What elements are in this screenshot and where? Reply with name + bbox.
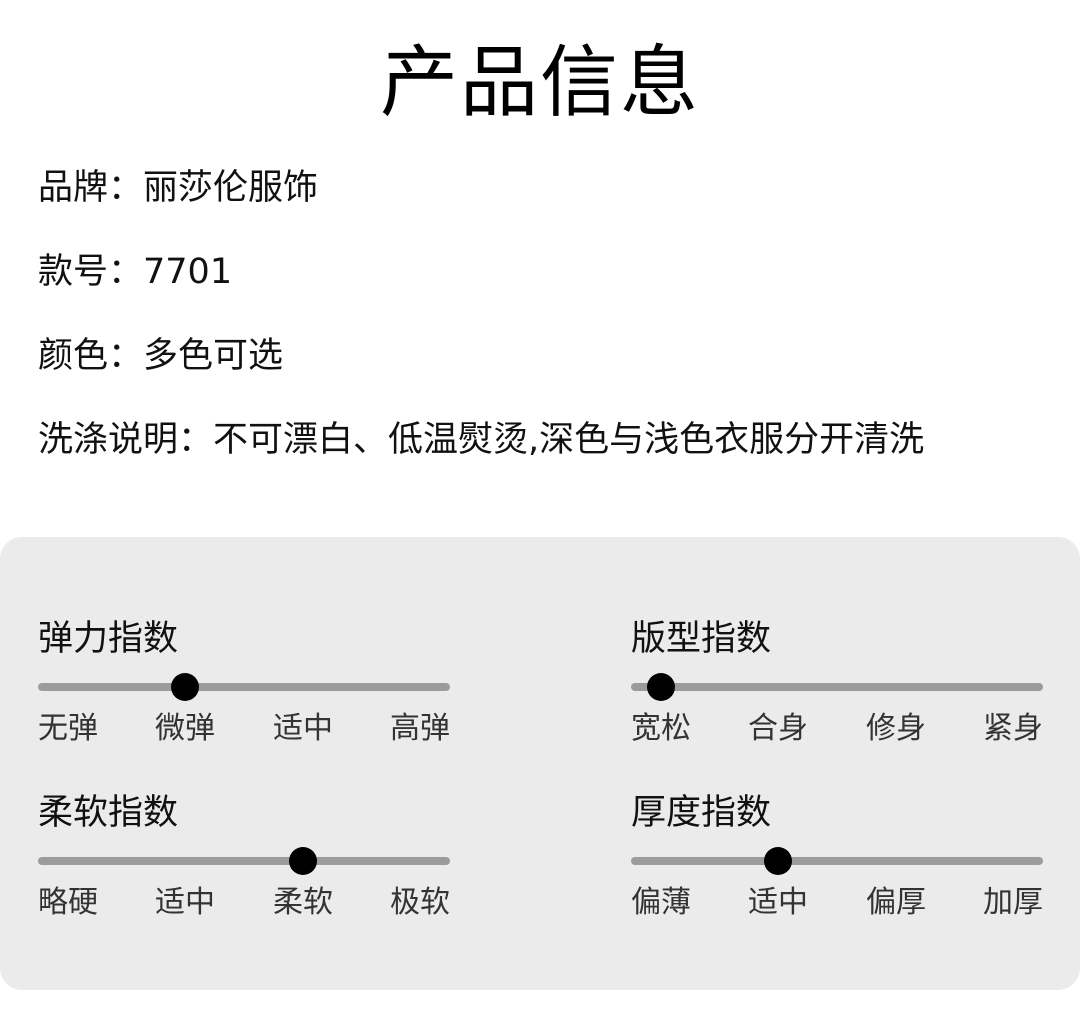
- elasticity-label-2: 适中: [273, 711, 333, 746]
- softness-label-1: 适中: [155, 885, 215, 920]
- fit-index-title: 版型指数: [631, 619, 772, 659]
- elasticity-label-3: 高弹: [390, 711, 450, 746]
- thickness-label-1: 适中: [748, 885, 808, 920]
- elasticity-index-title: 弹力指数: [38, 619, 179, 659]
- fit-label-2: 修身: [866, 711, 926, 746]
- thickness-index: 厚度指数 偏薄 适中 偏厚 加厚: [631, 791, 1043, 931]
- washing-label: 洗涤说明：: [38, 420, 214, 460]
- softness-index-title: 柔软指数: [38, 793, 179, 833]
- thickness-label-2: 偏厚: [866, 885, 926, 920]
- style-number-value: 7701: [143, 252, 233, 292]
- index-panel: 弹力指数 无弹 微弹 适中 高弹 版型指数 宽松 合身 修身 紧身 柔软指数 略…: [0, 537, 1080, 990]
- fit-label-0: 宽松: [631, 711, 691, 746]
- fit-index: 版型指数 宽松 合身 修身 紧身: [631, 617, 1043, 757]
- thickness-label-3: 加厚: [983, 885, 1043, 920]
- elasticity-label-0: 无弹: [38, 711, 98, 746]
- elasticity-scale-labels: 无弹 微弹 适中 高弹: [38, 709, 450, 749]
- elasticity-slider-track: [38, 683, 450, 691]
- thickness-scale-labels: 偏薄 适中 偏厚 加厚: [631, 883, 1043, 923]
- info-row-brand: 品牌：丽莎伦服饰: [38, 166, 318, 210]
- softness-label-2: 柔软: [273, 885, 333, 920]
- fit-scale-labels: 宽松 合身 修身 紧身: [631, 709, 1043, 749]
- info-row-washing: 洗涤说明：不可漂白、低温熨烫,深色与浅色衣服分开清洗: [38, 418, 924, 462]
- thickness-label-0: 偏薄: [631, 885, 691, 920]
- softness-index: 柔软指数 略硬 适中 柔软 极软: [38, 791, 450, 931]
- fit-slider-track: [631, 683, 1043, 691]
- thickness-slider-knob: [764, 847, 792, 875]
- softness-slider-knob: [289, 847, 317, 875]
- thickness-slider-track: [631, 857, 1043, 865]
- brand-value: 丽莎伦服饰: [143, 168, 319, 208]
- elasticity-slider-knob: [171, 673, 199, 701]
- color-label: 颜色：: [38, 336, 144, 376]
- softness-slider-track: [38, 857, 450, 865]
- info-row-style-number: 款号：7701: [38, 250, 232, 294]
- info-row-color: 颜色：多色可选: [38, 334, 283, 378]
- brand-label: 品牌：: [38, 168, 144, 208]
- elasticity-index: 弹力指数 无弹 微弹 适中 高弹: [38, 617, 450, 757]
- washing-value: 不可漂白、低温熨烫,深色与浅色衣服分开清洗: [213, 420, 925, 460]
- style-number-label: 款号：: [38, 252, 144, 292]
- fit-label-3: 紧身: [983, 711, 1043, 746]
- fit-label-1: 合身: [748, 711, 808, 746]
- color-value: 多色可选: [143, 336, 284, 376]
- fit-slider-knob: [647, 673, 675, 701]
- elasticity-label-1: 微弹: [155, 711, 215, 746]
- thickness-index-title: 厚度指数: [631, 793, 772, 833]
- softness-label-0: 略硬: [38, 885, 98, 920]
- page-title: 产品信息: [379, 38, 700, 128]
- softness-label-3: 极软: [390, 885, 450, 920]
- softness-scale-labels: 略硬 适中 柔软 极软: [38, 883, 450, 923]
